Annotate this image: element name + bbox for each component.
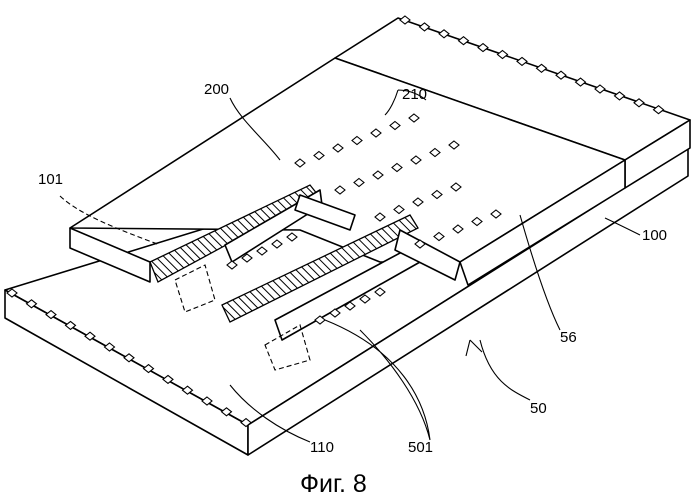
label-56: 56: [560, 329, 577, 346]
label-210: 210: [402, 86, 427, 103]
label-200: 200: [204, 81, 229, 98]
label-110: 110: [310, 439, 334, 456]
label-50: 50: [530, 400, 547, 417]
label-101: 101: [38, 171, 63, 188]
label-501: 501: [408, 439, 433, 456]
figure-caption: Фиг. 8: [300, 470, 367, 498]
label-100: 100: [642, 227, 667, 244]
